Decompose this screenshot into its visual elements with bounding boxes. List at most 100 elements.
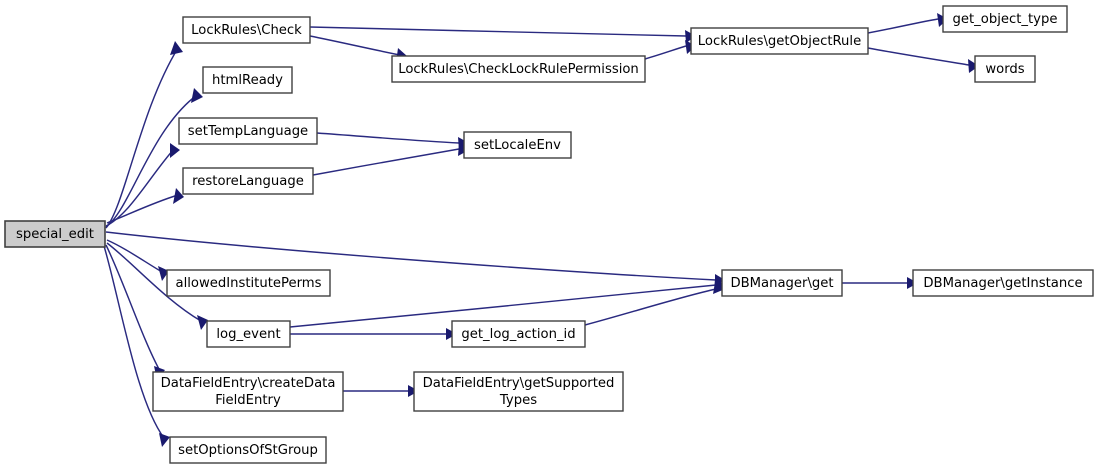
edge-special_edit-to-htmlready xyxy=(105,88,203,228)
node-box[interactable] xyxy=(169,436,327,464)
node-label: allowedInstitutePerms xyxy=(175,276,321,291)
graph-node-setoptionsstgroup[interactable]: setOptionsOfStGroup xyxy=(169,436,327,464)
edge-special_edit-to-log_event xyxy=(106,242,208,330)
graph-node-settemplanguage[interactable]: setTempLanguage xyxy=(178,117,318,145)
node-box[interactable] xyxy=(942,5,1068,33)
node-box[interactable] xyxy=(690,27,869,55)
node-box[interactable] xyxy=(206,320,291,348)
node-box[interactable] xyxy=(182,167,314,195)
node-label: special_edit xyxy=(16,227,94,242)
node-box[interactable] xyxy=(413,371,624,412)
edge-createdatafield-to-getsupportedtypes xyxy=(343,385,419,397)
edge-getobjectrule-to-words xyxy=(867,47,979,73)
edge-line xyxy=(316,132,460,144)
edge-lockrules_check-to-getobjectrule xyxy=(309,26,696,43)
node-label: LockRules\Check xyxy=(191,23,302,38)
edge-line xyxy=(105,244,161,372)
node-box[interactable] xyxy=(178,117,318,145)
arrowhead-icon xyxy=(158,266,169,281)
edge-line xyxy=(105,148,175,227)
edge-special_edit-to-createdatafield xyxy=(105,244,165,380)
edge-restorelanguage-to-setlocaleenv xyxy=(312,143,469,176)
edge-line xyxy=(867,18,939,34)
edge-special_edit-to-allowedinstitute xyxy=(106,239,169,281)
edge-line xyxy=(106,194,179,224)
edge-line xyxy=(106,242,202,322)
edge-special_edit-to-setoptionsstgroup xyxy=(103,245,170,447)
edge-line xyxy=(106,239,163,273)
arrowhead-icon xyxy=(713,283,725,294)
edge-line xyxy=(105,94,198,228)
node-box[interactable] xyxy=(182,16,311,44)
graph-node-words[interactable]: words xyxy=(974,55,1036,83)
edge-special_edit-to-restorelanguage xyxy=(106,188,184,224)
graph-node-log_event[interactable]: log_event xyxy=(206,320,291,348)
edge-line xyxy=(867,47,970,66)
node-label: DBManager\getInstance xyxy=(923,276,1082,291)
graph-node-getobjectrule[interactable]: LockRules\getObjectRule xyxy=(690,27,869,55)
graph-node-allowedinstitute[interactable]: allowedInstitutePerms xyxy=(166,269,331,297)
edge-line xyxy=(105,231,717,281)
arrowhead-icon xyxy=(968,59,979,73)
node-box[interactable] xyxy=(166,269,331,297)
graph-node-setlocaleenv[interactable]: setLocaleEnv xyxy=(463,131,572,159)
edge-line xyxy=(105,47,179,229)
graph-node-restorelanguage[interactable]: restoreLanguage xyxy=(182,167,314,195)
node-box[interactable] xyxy=(721,269,843,297)
edge-line xyxy=(103,245,165,439)
node-label: get_object_type xyxy=(953,12,1058,27)
graph-node-htmlready[interactable]: htmlReady xyxy=(202,66,293,94)
edge-line xyxy=(289,284,717,328)
graph-node-special_edit[interactable]: special_edit xyxy=(4,220,106,248)
node-box[interactable] xyxy=(4,220,106,248)
nodes-layer: special_edit LockRules\Check htmlReady setT… xyxy=(4,5,1094,464)
arrowhead-icon xyxy=(170,41,183,55)
arrowhead-icon xyxy=(191,88,203,103)
graph-node-get_object_type[interactable]: get_object_type xyxy=(942,5,1068,33)
node-box[interactable] xyxy=(451,320,586,348)
node-box[interactable] xyxy=(463,131,572,159)
node-box[interactable] xyxy=(152,371,344,412)
graph-node-dbmanager_get[interactable]: DBManager\get xyxy=(721,269,843,297)
arrowhead-icon xyxy=(170,143,180,158)
edge-get_log_action_id-to-dbmanager_get xyxy=(584,283,725,326)
node-label: words xyxy=(985,62,1024,77)
edge-line xyxy=(312,148,460,176)
edge-getobjectrule-to-get_object_type xyxy=(867,13,948,34)
graph-node-get_log_action_id[interactable]: get_log_action_id xyxy=(451,320,586,348)
node-label: setTempLanguage xyxy=(188,124,308,139)
graph-node-lockrules_check[interactable]: LockRules\Check xyxy=(182,16,311,44)
node-label: DBManager\get xyxy=(730,276,833,291)
node-box[interactable] xyxy=(202,66,293,94)
node-box[interactable] xyxy=(391,55,646,83)
arrowhead-icon xyxy=(173,188,184,204)
edge-line xyxy=(644,45,687,60)
node-box[interactable] xyxy=(974,55,1036,83)
edge-dbmanager_get-to-getinstance xyxy=(841,277,918,289)
edge-line xyxy=(309,35,401,56)
node-label: LockRules\getObjectRule xyxy=(698,34,861,49)
edge-special_edit-to-settemplanguage xyxy=(105,143,180,227)
edge-checklockruleperm-to-getobjectrule xyxy=(644,40,696,60)
edge-line xyxy=(309,26,687,37)
graph-node-getinstance[interactable]: DBManager\getInstance xyxy=(912,269,1094,297)
graph-node-checklockruleperm[interactable]: LockRules\CheckLockRulePermission xyxy=(391,55,646,83)
edge-log_event-to-get_log_action_id xyxy=(290,328,457,340)
arrowhead-icon xyxy=(197,315,208,330)
edge-settemplanguage-to-setlocaleenv xyxy=(316,132,469,150)
edge-special_edit-to-lockrules_check xyxy=(105,41,183,229)
arrowhead-icon xyxy=(159,433,170,447)
node-label: log_event xyxy=(216,327,280,342)
node-label: get_log_action_id xyxy=(461,327,575,342)
node-label: restoreLanguage xyxy=(192,174,304,189)
edge-log_event-to-dbmanager_get xyxy=(289,279,725,328)
node-label: setLocaleEnv xyxy=(474,138,561,153)
node-label: setOptionsOfStGroup xyxy=(178,443,318,458)
edge-line xyxy=(584,288,717,326)
node-box[interactable] xyxy=(912,269,1094,297)
